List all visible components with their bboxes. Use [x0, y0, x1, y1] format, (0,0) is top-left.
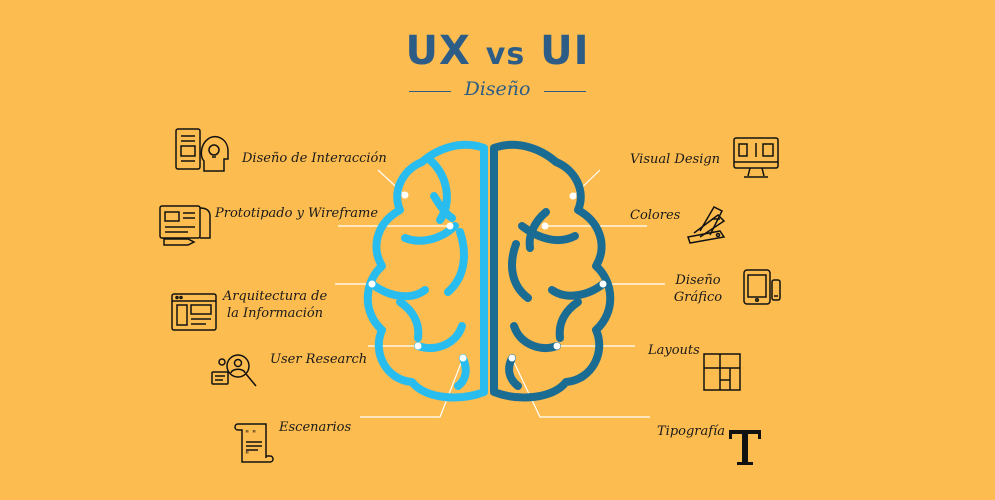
subtitle-rule-right	[544, 90, 587, 93]
subtitle-rule-left	[408, 90, 451, 93]
label-visual-design: Visual Design	[630, 152, 721, 167]
label-arquitectura: Arquitectura de la Información	[220, 288, 330, 322]
label-arquitectura-line1: Arquitectura de	[222, 289, 328, 304]
page-title: UX vs UI	[0, 28, 995, 74]
letter-t-icon	[729, 430, 761, 465]
subtitle-row: Diseño	[0, 78, 995, 100]
connector-escenarios	[360, 357, 464, 418]
ux-hemisphere	[363, 140, 488, 402]
subtitle: Diseño	[464, 78, 531, 100]
label-grafico-line1: Diseño	[675, 273, 721, 288]
label-escenarios: Escenarios	[279, 420, 352, 435]
connector-dots	[368, 191, 607, 362]
label-colores: Colores	[630, 208, 681, 223]
svg-text:": "	[245, 451, 249, 461]
title-ux: UX	[405, 28, 471, 74]
connector-lines	[335, 169, 665, 418]
monitor-design-icon	[733, 137, 779, 178]
title-ui: UI	[540, 28, 590, 74]
grid-layout-icon	[703, 353, 741, 391]
label-prototipado: Prototipado y Wireframe	[215, 206, 379, 221]
label-layouts: Layouts	[648, 343, 700, 358]
label-arquitectura-line2: la Información	[226, 306, 324, 321]
label-user-research: User Research	[270, 352, 368, 367]
title-vs: vs	[485, 37, 526, 72]
tablet-head-idea-icon	[175, 128, 229, 172]
tablet-phone-icon	[743, 269, 781, 305]
wireframe-blueprint-icon	[159, 205, 211, 246]
user-search-icon	[211, 354, 257, 387]
script-scroll-icon: " " "	[234, 423, 274, 463]
label-diseno-grafico: Diseño Gráfico	[668, 272, 728, 306]
label-tipografia: Tipografía	[657, 424, 725, 439]
browser-layout-icon	[171, 293, 217, 331]
connector-tipografia	[511, 357, 650, 418]
label-diseno-interaccion: Diseño de Interacción	[242, 151, 387, 166]
label-grafico-line2: Gráfico	[673, 290, 723, 305]
svg-text:" ": " "	[245, 430, 256, 440]
ui-hemisphere	[490, 140, 615, 402]
color-swatch-icon	[687, 206, 726, 244]
